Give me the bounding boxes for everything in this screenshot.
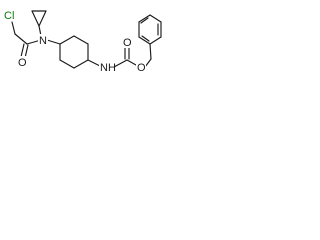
atom-label-carbamate-carbonyl-oxygen: O: [122, 36, 132, 49]
cyclopropyl-bond-3: [38, 10, 47, 27]
cyclohexane-ring: [59, 35, 89, 69]
atom-label-amide-oxygen: O: [17, 56, 27, 69]
carbamate-nh-label: NH: [100, 62, 116, 74]
chlorine-label: Cl: [4, 10, 14, 22]
bond-co-o-a: [20, 43, 25, 58]
cyclohexane-bond-2: [73, 35, 89, 45]
bond-ch2-co: [14, 33, 28, 45]
bond-c-o-ester: [126, 59, 137, 66]
bond-cyclohexyl-nh: [87, 59, 101, 67]
cyclohexane-bond-1: [59, 35, 75, 45]
bond-co-o-b: [24, 44, 29, 59]
benzene-bond-4: [138, 14, 151, 23]
chloroacetyl-group: [11, 21, 42, 59]
atom-label-carbamate-ester-oxygen: O: [136, 61, 146, 74]
atom-label-carbamate-nh: NH: [99, 61, 116, 74]
benzene-double-bond-2: [140, 17, 149, 24]
cyclopropyl-bond-1: [31, 10, 40, 27]
cyclohexane-bond-4: [73, 59, 89, 69]
benzene-bond-3: [149, 14, 162, 23]
benzene-bond-1: [149, 36, 162, 45]
bond-cl-ch2: [11, 21, 16, 35]
bond-ch2-phenyl: [149, 43, 152, 60]
amine-nitrogen-label: N: [39, 35, 47, 47]
cyclohexane-bond-5: [59, 59, 75, 69]
benzene-ring: [138, 14, 162, 45]
carbamate-carbonyl-oxygen-label: O: [123, 37, 132, 49]
cyclopropyl-ring: [31, 10, 47, 37]
benzene-double-bond-3: [141, 35, 150, 42]
molecule-structure-diagram: Cl O N NH O O: [3, 8, 162, 74]
atom-label-amine-nitrogen: N: [38, 34, 48, 47]
bond-n-cyclohexyl: [46, 39, 61, 45]
bond-nh-c: [113, 59, 128, 68]
carbamate-ester-oxygen-label: O: [137, 62, 146, 74]
amide-oxygen-label: O: [18, 57, 27, 69]
benzene-bond-6: [138, 36, 151, 45]
atom-label-chlorine: Cl: [3, 8, 19, 22]
